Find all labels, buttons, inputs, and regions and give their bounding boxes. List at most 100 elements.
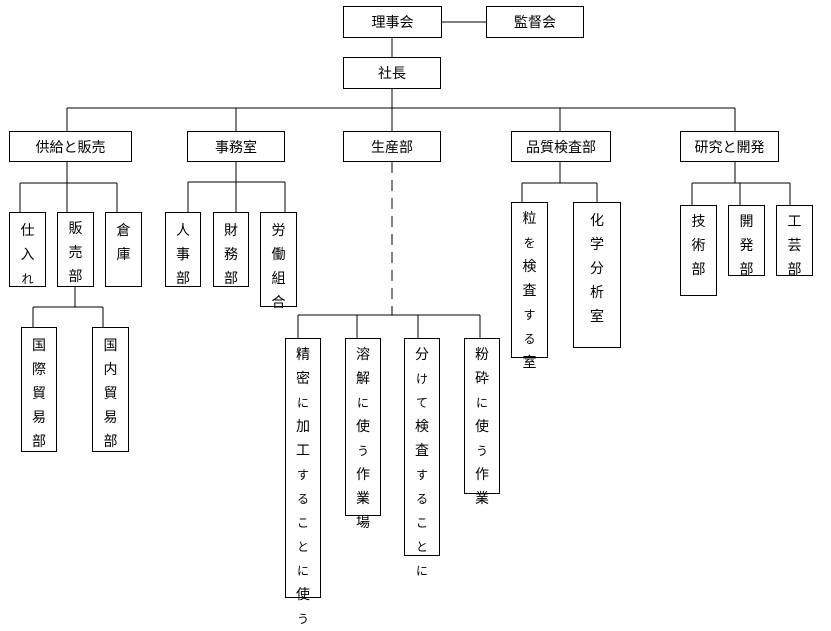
- vertical-char: 業: [356, 491, 370, 507]
- vertical-char: 開: [739, 214, 754, 230]
- vertical-char: 発: [739, 238, 754, 254]
- unit-grain-inspection: 粒を検査する室: [511, 202, 548, 371]
- unit-sorting-inspection: 分けて検査することに: [404, 338, 440, 578]
- vertical-char: 加: [296, 419, 310, 435]
- vertical-char: 検: [522, 259, 537, 275]
- vertical-char: 工: [296, 443, 310, 459]
- vertical-char: う: [475, 444, 488, 458]
- vertical-char: 倉: [116, 223, 131, 239]
- division-rnd: 研究と開発: [680, 131, 779, 162]
- vertical-char: 部: [691, 262, 706, 278]
- vertical-char: と: [415, 540, 428, 554]
- vertical-char: 際: [32, 362, 46, 378]
- vertical-char: 室: [522, 355, 537, 371]
- vertical-char: 工: [787, 214, 802, 230]
- vertical-char: う: [296, 612, 309, 626]
- vertical-char: に: [415, 564, 428, 578]
- unit-international-trade: 国際貿易部: [21, 327, 57, 452]
- unit-precision-processing: 精密に加工することに使う: [285, 338, 321, 626]
- vertical-char: 国: [32, 338, 46, 354]
- vertical-char: 事: [176, 247, 190, 263]
- vertical-char: 売: [68, 245, 83, 261]
- vertical-char: 易: [103, 410, 118, 426]
- unit-sales: 販売部: [57, 212, 94, 287]
- vertical-char: 販: [68, 221, 83, 237]
- unit-technology: 技術部: [680, 205, 717, 296]
- vertical-char: 部: [176, 271, 190, 287]
- unit-crafts: 工芸部: [776, 205, 813, 278]
- vertical-char: 部: [739, 262, 754, 278]
- vertical-char: 作: [475, 467, 489, 483]
- vertical-char: と: [296, 540, 309, 554]
- vertical-char: 密: [296, 371, 310, 387]
- unit-labor-union: 労働組合: [260, 212, 297, 311]
- unit-crushing-work: 粉砕に使う作業: [464, 338, 500, 507]
- unit-dissolving-workshop: 溶解に使う作業場: [345, 338, 381, 531]
- division-supply-sales: 供給と販売: [9, 131, 132, 162]
- vertical-char: 精: [296, 347, 310, 363]
- vertical-char: 溶: [356, 347, 370, 363]
- vertical-char: 解: [356, 371, 370, 387]
- vertical-char: こ: [415, 516, 428, 530]
- vertical-char: 部: [224, 271, 238, 287]
- vertical-char: 使: [475, 419, 489, 435]
- vertical-char: 部: [68, 269, 83, 285]
- vertical-char: 部: [32, 434, 46, 450]
- unit-warehouse: 倉庫: [105, 212, 142, 287]
- vertical-char: 粒: [522, 211, 537, 227]
- unit-finance: 財務部: [213, 212, 249, 287]
- vertical-char: 人: [176, 223, 190, 239]
- vertical-char: れ: [21, 272, 34, 286]
- vertical-char: 術: [691, 238, 706, 254]
- vertical-char: 芸: [787, 238, 802, 254]
- vertical-char: す: [523, 308, 536, 322]
- vertical-char: 検: [415, 419, 429, 435]
- vertical-char: 技: [691, 214, 706, 230]
- vertical-char: 労: [271, 223, 286, 239]
- vertical-char: て: [415, 396, 428, 410]
- vertical-char: 粉: [475, 347, 489, 363]
- vertical-char: 場: [356, 515, 370, 531]
- division-quality: 品質検査部: [511, 131, 611, 162]
- audit-box: 監督会: [486, 6, 584, 38]
- vertical-char: 使: [356, 419, 370, 435]
- vertical-char: 財: [224, 223, 238, 239]
- vertical-char: る: [523, 332, 536, 346]
- vertical-char: 貿: [32, 386, 46, 402]
- vertical-char: 務: [224, 247, 238, 263]
- president-box: 社長: [343, 57, 441, 89]
- vertical-char: 部: [787, 262, 802, 278]
- vertical-char: を: [523, 236, 536, 250]
- vertical-char: 分: [415, 347, 429, 363]
- vertical-char: す: [415, 468, 428, 482]
- vertical-char: に: [356, 396, 369, 410]
- vertical-char: け: [415, 372, 428, 386]
- vertical-char: 析: [590, 285, 604, 301]
- vertical-char: 室: [590, 309, 604, 325]
- vertical-char: 組: [271, 271, 286, 287]
- division-admin: 事務室: [187, 131, 285, 162]
- vertical-char: 学: [590, 237, 604, 253]
- vertical-char: 業: [475, 491, 489, 507]
- vertical-char: う: [356, 444, 369, 458]
- board-box: 理事会: [343, 6, 442, 38]
- unit-purchasing: 仕入れ: [9, 212, 46, 287]
- vertical-char: 化: [590, 213, 604, 229]
- vertical-char: こ: [296, 516, 309, 530]
- connector-lines: [19, 21, 791, 338]
- vertical-char: 部: [103, 434, 118, 450]
- vertical-char: 内: [103, 362, 118, 378]
- unit-chemical-analysis: 化学分析室: [573, 202, 621, 348]
- vertical-char: 入: [20, 247, 35, 263]
- vertical-char: に: [296, 564, 309, 578]
- vertical-char: 庫: [116, 247, 131, 263]
- vertical-char: す: [296, 468, 309, 482]
- vertical-char: 作: [356, 467, 370, 483]
- vertical-char: 仕: [20, 223, 35, 239]
- vertical-char: に: [296, 396, 309, 410]
- unit-hr: 人事部: [165, 212, 201, 287]
- vertical-char: 働: [271, 247, 286, 263]
- vertical-char: 合: [271, 295, 286, 311]
- vertical-char: 砕: [475, 371, 489, 387]
- vertical-char: 使: [296, 587, 310, 603]
